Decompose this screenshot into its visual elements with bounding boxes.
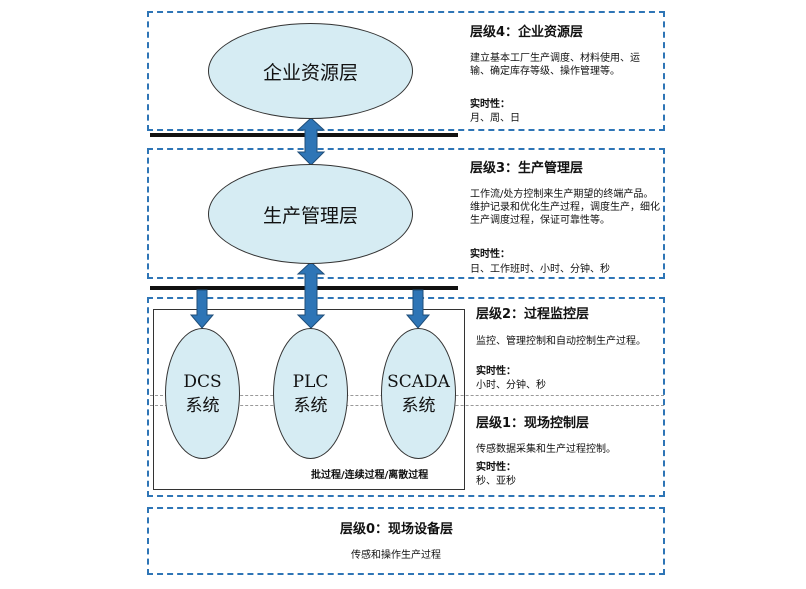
layer-4-title: 层级4：企业资源层 [470, 25, 584, 40]
layer-4-desc: 建立基本工厂生产调度、材料使用、运输、确定库存等级、操作管理等。 [470, 53, 640, 77]
process-types-label: 批过程/连续过程/离散过程 [311, 470, 429, 481]
erp-bus-bar [150, 133, 458, 137]
down-arrow-icon [405, 289, 431, 329]
layer-0-title: 层级0：现场设备层 [340, 522, 454, 537]
layer-2-desc: 监控、管理控制和自动控制生产过程。 [476, 336, 646, 347]
down-arrow-icon [189, 289, 215, 329]
layer-4-realtime-label: 实时性： [470, 99, 510, 110]
layer-0-box [147, 507, 665, 575]
layer-4-realtime-value: 月、周、日 [470, 113, 520, 124]
erp-node: 企业资源层 [208, 23, 413, 119]
layer-3-title: 层级3：生产管理层 [470, 161, 584, 176]
layer-1-title: 层级1：现场控制层 [476, 416, 590, 431]
double-arrow-icon [296, 261, 326, 329]
layer-0-desc: 传感和操作生产过程 [351, 550, 441, 561]
scada-node: SCADA 系统 [381, 328, 456, 459]
dcs-node: DCS 系统 [165, 328, 240, 459]
layer-3-realtime-value: 日、工作班时、小时、分钟、秒 [470, 264, 610, 275]
layer-3-realtime-label: 实时性： [470, 249, 510, 260]
layer-2-realtime-label: 实时性： [476, 366, 516, 377]
mes-bus-bar [150, 286, 458, 290]
mes-node: 生产管理层 [208, 164, 413, 264]
layer-1-desc: 传感数据采集和生产过程控制。 [476, 444, 616, 455]
layer-2-title: 层级2：过程监控层 [476, 307, 590, 322]
layer-1-realtime-value: 秒、亚秒 [476, 476, 516, 487]
layer-3-desc: 工作流/处方控制来生产期望的终端产品。维护记录和优化生产过程，调度生产，细化生产… [470, 189, 660, 226]
double-arrow-icon [296, 117, 326, 166]
layer-1-realtime-label: 实时性： [476, 462, 516, 473]
layer-2-realtime-value: 小时、分钟、秒 [476, 380, 546, 391]
plc-node: PLC 系统 [273, 328, 348, 459]
